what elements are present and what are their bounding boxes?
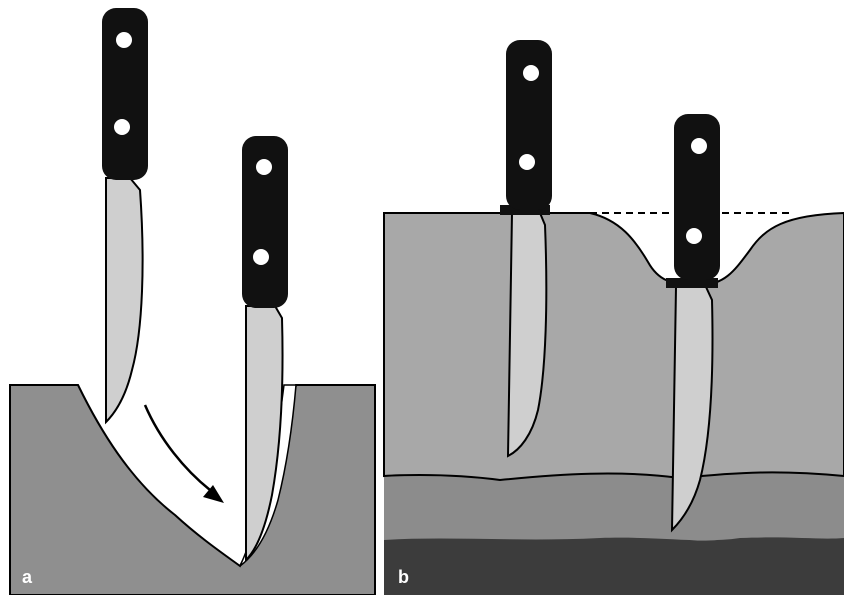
panel-b-tissue-dark — [384, 537, 844, 595]
arrow-icon — [145, 405, 224, 503]
knife-rivet — [116, 32, 132, 48]
knife-rivet — [523, 65, 539, 81]
panel-b: b — [384, 40, 844, 595]
panel-a-tissue — [10, 385, 375, 595]
panel-b-tissue-mid — [384, 472, 844, 540]
panel-b-tissue-light — [384, 213, 844, 480]
panel-label-b: b — [398, 567, 409, 587]
panel-a: a — [10, 8, 375, 595]
knife-rivet — [114, 119, 130, 135]
knife-rivet — [256, 159, 272, 175]
knife-blade — [106, 178, 143, 422]
panel-label-a: a — [22, 567, 33, 587]
knife-icon — [102, 8, 148, 422]
knife-rivet — [691, 138, 707, 154]
knife-rivet — [686, 228, 702, 244]
arrow-shaft — [145, 405, 210, 490]
knife-rivet — [253, 249, 269, 265]
knife-rivet — [519, 154, 535, 170]
